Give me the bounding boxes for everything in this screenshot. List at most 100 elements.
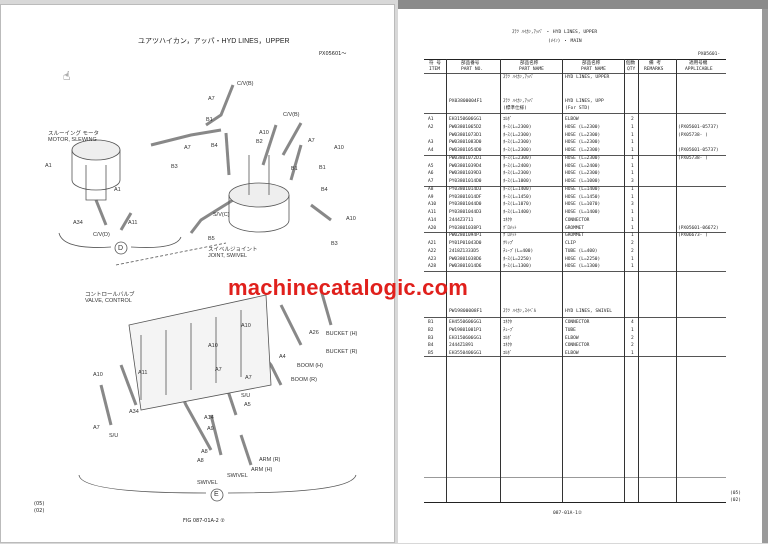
cell-part-no: PW19801001P1: [449, 327, 482, 333]
cell-name-jp: ﾁｭｰﾌﾞ: [503, 327, 515, 333]
diagram-label: BUCKET (R): [326, 349, 358, 355]
cell-name: HOSE (L=2300): [565, 140, 601, 146]
cell-qty: 1: [631, 233, 634, 239]
diagram-label: A7: [93, 425, 100, 431]
cell-qty: 2: [631, 248, 634, 254]
cell-item: A10: [428, 202, 437, 208]
diagram-label: BOOM (R): [291, 377, 317, 383]
viewer-scrollbar[interactable]: [762, 9, 768, 543]
figure-number: FIG 087-01A-2 ②: [183, 518, 225, 524]
cell-name-jp: ﾎｰｽ(L=1300): [503, 264, 532, 270]
diagram-label: B5: [208, 236, 215, 242]
cell-qty: 2: [631, 335, 634, 341]
header-qty: QTY: [627, 67, 636, 72]
cell-name-jp: ｸﾞﾛﾒｯﾄ: [503, 225, 517, 231]
cell-qty: 1: [631, 217, 634, 223]
cell-qty: 3: [631, 179, 634, 184]
hydraulic-lines-drawing: [58, 84, 357, 502]
cell-part-no: PW03801065D2: [449, 124, 482, 130]
cell-qty: 1: [631, 351, 634, 356]
diagram-label: A7: [208, 96, 215, 102]
cell-name-jp: ﾎｰｽ(L=2300): [503, 171, 532, 177]
group-name: HYD LINES, UPPER: [565, 75, 610, 80]
cell-applicable: (PX05738- ): [678, 155, 708, 161]
cell-name: HOSE (L=2300): [565, 155, 601, 161]
cell-item: B2: [428, 327, 434, 333]
cell-qty: 1: [631, 210, 634, 215]
header-partno: PART NO.: [461, 67, 484, 72]
header-remarks-jp: 備 考: [649, 61, 661, 66]
diagram-label: A10: [259, 130, 269, 136]
cell-name-jp: ﾎｰｽ(L=2300): [503, 155, 532, 161]
cell-item: A5: [428, 163, 434, 169]
cell-part-no: PW03801054D0: [449, 148, 482, 153]
edition-mark: (02): [730, 498, 742, 503]
header-remarks: REMARKS: [644, 67, 664, 72]
left-page-diagram: ユアツハイカン，アッパ・HYD LINES，UPPER PX05601～ ☝ C…: [0, 4, 395, 543]
cell-part-no: PW03801014D6: [449, 264, 482, 270]
cell-name: ELBOW: [565, 351, 579, 356]
cell-name: CONNECTOR: [565, 217, 590, 223]
cell-name-jp: ﾎｰｽ(L=1450): [503, 194, 532, 200]
cell-name: HOSE (L=2300): [565, 124, 601, 130]
diagram-label: A10: [346, 216, 356, 222]
cell-part-no: PW03801073D1: [449, 132, 482, 138]
cell-qty: 1: [631, 132, 634, 138]
cell-name: HOSE (L=1450): [565, 194, 601, 200]
cell-applicable: (PX05738- ): [678, 132, 708, 138]
table-row: B2 PW19801001P1 ﾁｭｰﾌﾞ TUBE 1: [398, 327, 762, 335]
diagram-serial: PX05601～: [319, 51, 347, 57]
cell-part-no: PY03801014D0: [449, 179, 482, 184]
cell-name-jp: ﾎｰｽ(L=1400): [503, 210, 532, 215]
cell-name-jp: ﾎｰｽ(L=2300): [503, 148, 532, 153]
cell-applicable: (PX05601-06672): [678, 225, 719, 231]
assembly-name: HYD LINES, UPP: [565, 99, 604, 104]
cell-item: A1: [428, 117, 434, 122]
diagram-label: B1: [291, 166, 298, 172]
group-name-jp: ｽﾗﾂ ﾊｲｶﾝ,ｱｯﾊﾟ: [503, 75, 534, 80]
cell-part-no: EH4550606GG1: [449, 320, 482, 325]
diagram-label: S/U: [241, 393, 251, 399]
diagram-label: ARM (R): [259, 457, 281, 463]
hand-tool-icon[interactable]: ☝: [63, 69, 71, 83]
cell-item: A7: [428, 179, 434, 184]
cell-part-no: 2418Z1333D5: [449, 248, 479, 254]
cell-name-jp: ﾎｰｽ(L=2250): [503, 256, 532, 262]
swivel-name-jp: ｽﾗﾂ ﾊｲｶﾝ,ｽｲﾍﾞﾙ: [503, 309, 537, 314]
diagram-label: D: [118, 245, 124, 252]
cell-name: TUBE: [565, 327, 576, 333]
header-name-jp: 部品名称: [520, 61, 539, 66]
cell-qty: 2: [631, 241, 634, 246]
cell-qty: 1: [631, 163, 634, 169]
cell-part-no: EH3550406GG1: [449, 351, 482, 356]
cell-item: A4: [428, 148, 434, 153]
cell-qty: 1: [631, 327, 634, 333]
cell-name-jp: ﾎｰｽ(L=2300): [503, 124, 532, 130]
cell-qty: 3: [631, 202, 634, 208]
diagram-title: ユアツハイカン，アッパ・HYD LINES，UPPER: [138, 38, 290, 45]
cell-qty: 1: [631, 194, 634, 200]
cell-part-no: 2444Z3711: [449, 217, 474, 223]
diagram-label: S/V(C): [213, 212, 230, 218]
diagram-label: A11: [138, 370, 148, 376]
cell-item: A9: [428, 194, 434, 200]
diagram-label: B3: [171, 164, 178, 170]
cell-name-jp: ﾎｰｽ(L=1070): [503, 202, 532, 208]
diagram-label: A7: [308, 138, 315, 144]
header-partno-jp: 部品番号: [461, 61, 480, 66]
diagram-label: A10: [241, 323, 251, 329]
cell-name-jp: ｺﾈｸﾀ: [503, 320, 512, 325]
diagram-label: JOINT, SWIVEL: [208, 253, 248, 259]
diagram-label: A8: [201, 449, 208, 455]
diagram-label: B4: [321, 187, 328, 193]
cell-item: B5: [428, 351, 434, 356]
cell-item: A22: [428, 248, 437, 254]
cell-qty: 4: [631, 320, 634, 325]
